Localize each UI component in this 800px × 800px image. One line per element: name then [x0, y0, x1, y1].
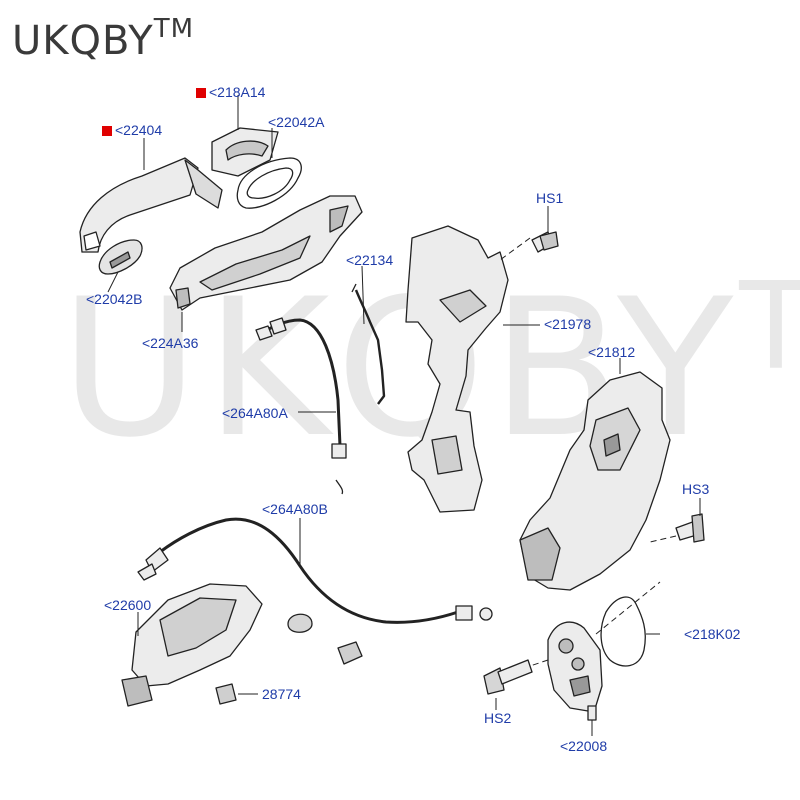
lock-bracket-part: [405, 225, 509, 513]
callout-21812: <21812: [588, 344, 636, 360]
callout-22404: <22404: [102, 122, 162, 138]
leader-lines: [107, 95, 701, 736]
callout-22042a: <22042A: [268, 114, 325, 130]
striker-plate-part: [547, 621, 603, 721]
callout-218k02: <218K02: [684, 626, 741, 642]
control-rod-part: [351, 283, 386, 405]
brand-text: UKQBY: [12, 18, 154, 64]
clip-28774-part: [215, 683, 237, 705]
callout-hs2: HS2: [484, 710, 512, 726]
callout-264a80a: <264A80A: [222, 405, 288, 421]
gasket-a-part: [236, 157, 302, 209]
handle-cap-part: [211, 127, 279, 177]
screw-hs3-part: [675, 513, 705, 543]
brand-trademark: TM: [153, 14, 195, 44]
new-part-marker: [196, 88, 206, 98]
gasket-b-part: [98, 239, 143, 275]
outer-handle-part: [79, 157, 223, 253]
new-part-marker: [102, 126, 112, 136]
seal-218k02-part: [600, 596, 646, 667]
callout-hs3: HS3: [682, 481, 710, 497]
handle-frame-part: [169, 195, 363, 311]
callout-264a80b: <264A80B: [262, 501, 328, 517]
callout-22008: <22008: [560, 738, 608, 754]
callout-21978: <21978: [544, 316, 592, 332]
cable-a-part: [255, 317, 347, 495]
callout-22042b: <22042B: [86, 291, 143, 307]
callout-224a36: <224A36: [142, 335, 199, 351]
inner-handle-part: [121, 583, 263, 707]
callout-22600: <22600: [104, 597, 152, 613]
grommet-part: [287, 613, 363, 665]
screw-hs2-part: [483, 659, 533, 695]
screw-hs1-part: [531, 231, 559, 253]
brand-logo: UKQBYTM: [12, 14, 194, 64]
callout-28774: 28774: [262, 686, 301, 702]
door-latch-part: [519, 371, 671, 591]
callout-22134: <22134: [346, 252, 394, 268]
callout-hs1: HS1: [536, 190, 564, 206]
callout-218a14: <218A14: [196, 84, 265, 100]
cable-b-part: [137, 517, 493, 624]
